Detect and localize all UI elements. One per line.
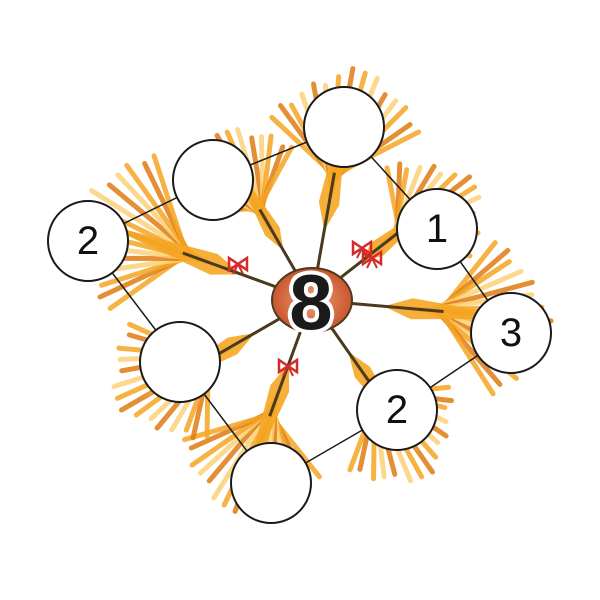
- red-bow: [227, 255, 249, 275]
- number-circle-upper-left[interactable]: [172, 139, 254, 221]
- number-circle-upper-right[interactable]: 1: [396, 188, 478, 270]
- red-bow: [277, 357, 299, 377]
- number-circle-right[interactable]: 3: [470, 292, 552, 374]
- center-target-number: 8: [289, 257, 333, 346]
- red-bow: [351, 239, 373, 259]
- number-circle-bottom[interactable]: [230, 442, 312, 524]
- flower-center: [271, 267, 353, 333]
- red-bow: [361, 249, 383, 269]
- number-circle-left[interactable]: 2: [47, 200, 129, 282]
- number-circle-lower-right[interactable]: 2: [356, 369, 438, 451]
- number-circle-lower-left[interactable]: [139, 321, 221, 403]
- flower-bows: [227, 239, 383, 377]
- number-circle-top[interactable]: [303, 86, 385, 168]
